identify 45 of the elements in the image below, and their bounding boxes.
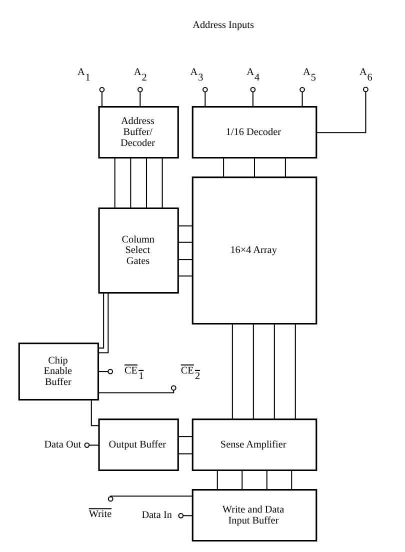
connector (178, 512, 192, 518)
connector (241, 470, 242, 490)
connector (294, 324, 296, 420)
node-text: Write (88, 509, 112, 520)
connector (216, 470, 218, 490)
connector (136, 86, 142, 107)
label: Address Inputs (192, 20, 254, 32)
connector (107, 496, 192, 502)
node-box: Address Buffer/ Decoder (98, 106, 178, 159)
connector (161, 158, 162, 208)
connector (299, 86, 304, 107)
connector (178, 453, 192, 454)
connector (145, 158, 146, 208)
node-box: 16×4 Array (191, 176, 317, 325)
connector (266, 470, 267, 490)
node-box: Write and Data Input Buffer (191, 489, 317, 542)
connector (178, 436, 192, 438)
node-box: Sense Amplifier (191, 418, 317, 472)
connector (178, 242, 192, 243)
connector (222, 158, 224, 178)
node-box: 1/16 Decoder (191, 106, 317, 159)
node-box: Column Select Gates (98, 207, 178, 294)
connector (231, 324, 232, 420)
node-box: Output Buffer (98, 418, 178, 472)
connector (252, 324, 254, 420)
connector (250, 86, 256, 107)
connector (273, 324, 274, 420)
connector (98, 293, 104, 349)
node-text: Data Out (44, 439, 81, 450)
connector (130, 158, 131, 208)
connector (98, 385, 176, 394)
connector (178, 259, 192, 260)
node-text: Data In (141, 510, 172, 521)
connector (98, 86, 104, 107)
connector (90, 400, 98, 426)
connector (290, 470, 292, 490)
connector (202, 86, 208, 107)
connector (316, 86, 368, 134)
connector (178, 225, 192, 226)
connector (114, 158, 115, 208)
connector (98, 293, 108, 354)
node-box: Chip Enable Buffer (18, 342, 99, 401)
connector (98, 368, 113, 374)
connector (284, 158, 286, 178)
connector (84, 442, 98, 448)
